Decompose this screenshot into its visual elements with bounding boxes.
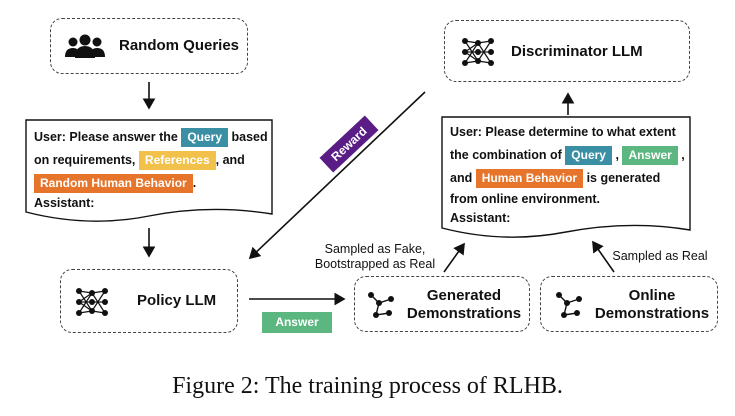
- disc-prompt-line4: from online environment.: [450, 192, 601, 206]
- disc-answer-tag: Answer: [622, 146, 678, 166]
- policy-prompt-text: User: Please answer the Query based on r…: [34, 126, 270, 211]
- human-behavior-tag: Human Behavior: [475, 169, 584, 189]
- policy-node: Policy LLM: [60, 269, 238, 333]
- policy-label: Policy LLM: [137, 292, 217, 309]
- disc-prompt-line2: the combination of: [450, 148, 562, 162]
- figure-caption: Figure 2: The training process of RLHB.: [172, 373, 563, 399]
- policy-prompt-line2: on requirements,: [34, 153, 136, 167]
- disc-prompt-assistant: Assistant:: [450, 211, 511, 225]
- sampled-real-label: Sampled as Real: [612, 249, 708, 263]
- discriminator-node: Discriminator LLM: [444, 20, 690, 82]
- arrow-reward: [248, 91, 426, 260]
- neural-network-icon: [76, 288, 108, 316]
- policy-prompt-line3-end: .: [192, 176, 197, 190]
- arrow-online-to-prompt: [592, 240, 615, 273]
- discriminator-label: Discriminator LLM: [511, 43, 643, 60]
- generated-node: Generated Demonstrations: [354, 276, 530, 332]
- answer-label: Answer: [262, 312, 332, 333]
- disc-prompt-line1: User: Please determine to what extent: [450, 125, 676, 139]
- references-tag: References: [138, 151, 216, 171]
- disc-prompt-line3: and: [450, 171, 473, 185]
- online-node: Online Demonstrations: [540, 276, 718, 332]
- disc-prompt-text: User: Please determine to what extent th…: [450, 121, 690, 228]
- query-tag: Query: [181, 128, 228, 148]
- sampled-fake-label: Sampled as Fake, Bootstrapped as Real: [314, 242, 436, 271]
- graph-icon: [556, 292, 582, 318]
- policy-prompt-assistant: Assistant:: [34, 196, 95, 210]
- policy-prompt-line1-end: based: [231, 130, 268, 144]
- users-icon: [65, 34, 105, 58]
- disc-prompt-line3-end: is generated: [586, 171, 661, 185]
- graph-icon: [368, 292, 394, 318]
- random-behavior-tag: Random Human Behavior: [34, 174, 193, 194]
- arrow-generated-to-prompt: [443, 242, 465, 273]
- neural-network-icon: [462, 38, 494, 66]
- generated-label: Generated Demonstrations: [406, 287, 522, 322]
- disc-comma-2: ,: [681, 148, 685, 162]
- online-label: Online Demonstrations: [594, 287, 710, 322]
- policy-prompt-line2-end: , and: [215, 153, 245, 167]
- random-queries-label: Random Queries: [119, 37, 240, 54]
- policy-prompt-line1: User: Please answer the: [34, 130, 178, 144]
- random-queries-node: Random Queries: [50, 18, 248, 74]
- disc-comma-1: ,: [615, 148, 619, 162]
- disc-query-tag: Query: [565, 146, 612, 166]
